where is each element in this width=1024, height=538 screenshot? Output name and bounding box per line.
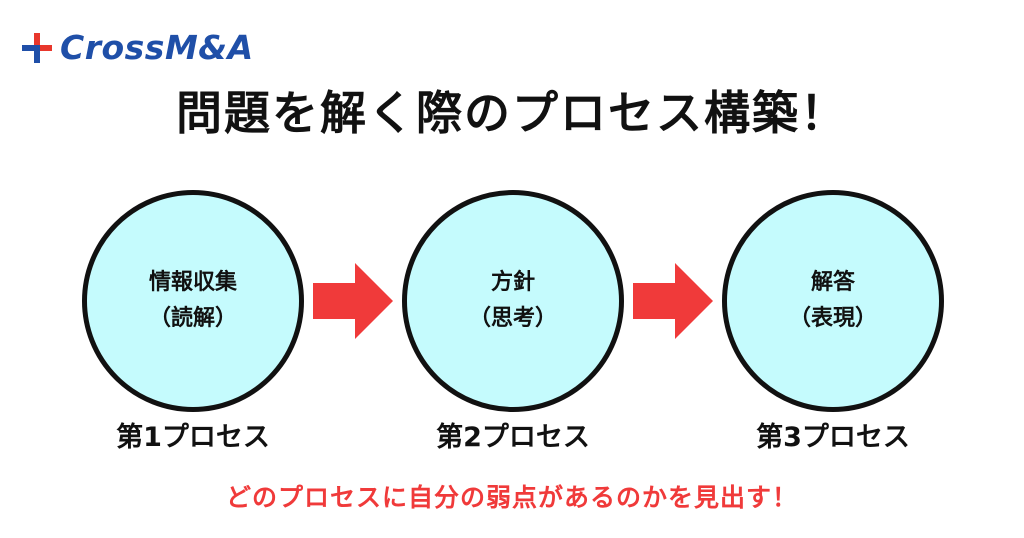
step-1-subtitle: （読解） [148, 306, 237, 331]
logo: CrossM&A [20, 28, 254, 68]
arrow-right-icon [633, 263, 713, 339]
logo-text: CrossM&A [60, 28, 254, 67]
step-2-name: 方針 [490, 270, 535, 295]
step-3-label: 第3プロセス [756, 422, 910, 453]
footer-message: どのプロセスに自分の弱点があるのかを見出す！ [225, 483, 798, 512]
step-circle-3: 解答 （表現） [722, 190, 944, 412]
step-circle-1: 情報収集 （読解） [82, 190, 304, 412]
step-2-label: 第2プロセス [436, 422, 590, 453]
arrow-right-icon [313, 263, 393, 339]
step-1-label: 第1プロセス [116, 422, 270, 453]
cross-plus-icon [22, 33, 52, 63]
step-2-subtitle: （思考） [468, 306, 557, 331]
step-3-subtitle: （表現） [788, 306, 877, 331]
page-title: 問題を解く際のプロセス構築！ [176, 86, 848, 140]
step-1-name: 情報収集 [148, 270, 237, 295]
step-3-name: 解答 [810, 270, 855, 295]
step-circle-2: 方針 （思考） [402, 190, 624, 412]
